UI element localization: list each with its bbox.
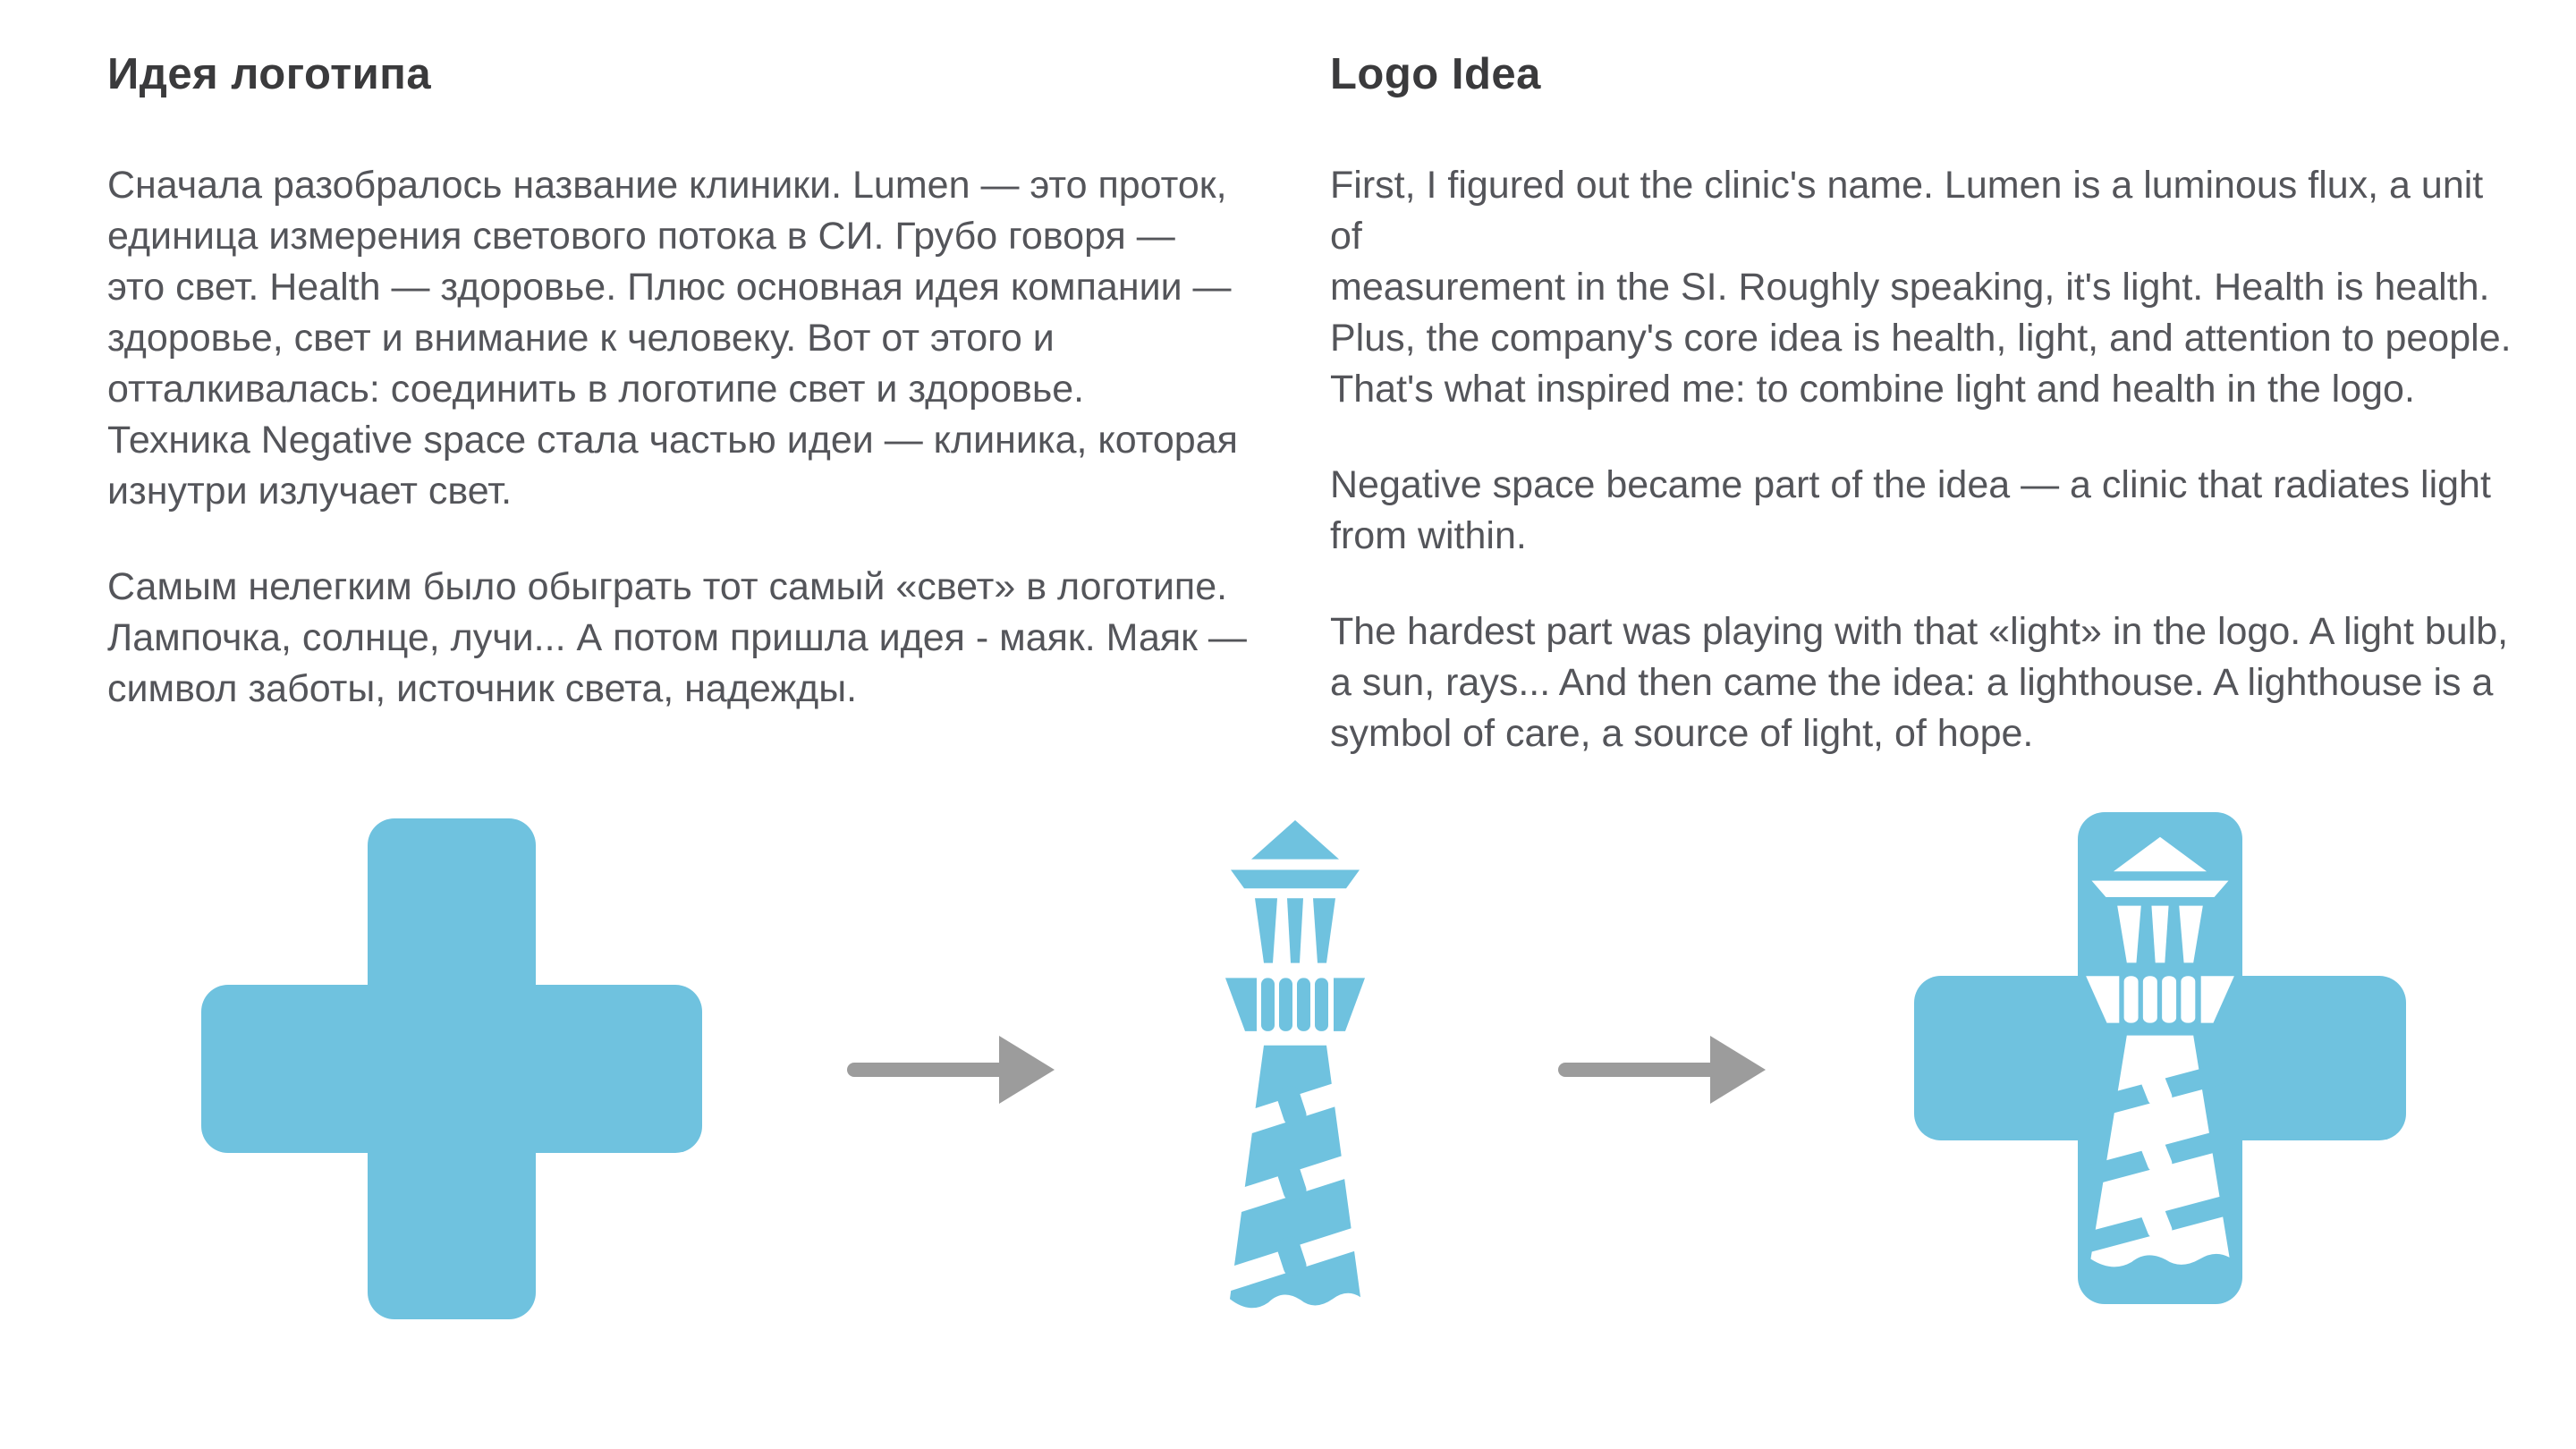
lighthouse-negative-space-icon bbox=[2084, 835, 2236, 1281]
english-column: Logo Idea First, I figured out the clini… bbox=[1330, 49, 2520, 804]
english-heading: Logo Idea bbox=[1330, 50, 1541, 98]
english-paragraph-1: First, I figured out the clinic's name. … bbox=[1330, 164, 2512, 411]
cross-horizontal-bar bbox=[201, 985, 702, 1153]
medical-cross-icon bbox=[201, 818, 702, 1319]
english-paragraph-3: The hardest part was playing with that «… bbox=[1330, 610, 2509, 755]
russian-column: Идея логотипа Сначала разобралось назван… bbox=[107, 49, 1270, 759]
arrow-right-icon bbox=[1556, 1029, 1771, 1109]
arrow-right-icon bbox=[845, 1029, 1060, 1109]
russian-paragraph-2: Самым нелегким было обыграть тот самый «… bbox=[107, 565, 1247, 710]
cross-lighthouse-logo bbox=[1914, 812, 2406, 1304]
lighthouse-icon bbox=[1224, 818, 1367, 1324]
english-paragraph-2: Negative space became part of the idea —… bbox=[1330, 463, 2491, 557]
russian-heading: Идея логотипа bbox=[107, 50, 432, 98]
russian-paragraph-1: Сначала разобралось название клиники. Lu… bbox=[107, 164, 1238, 513]
